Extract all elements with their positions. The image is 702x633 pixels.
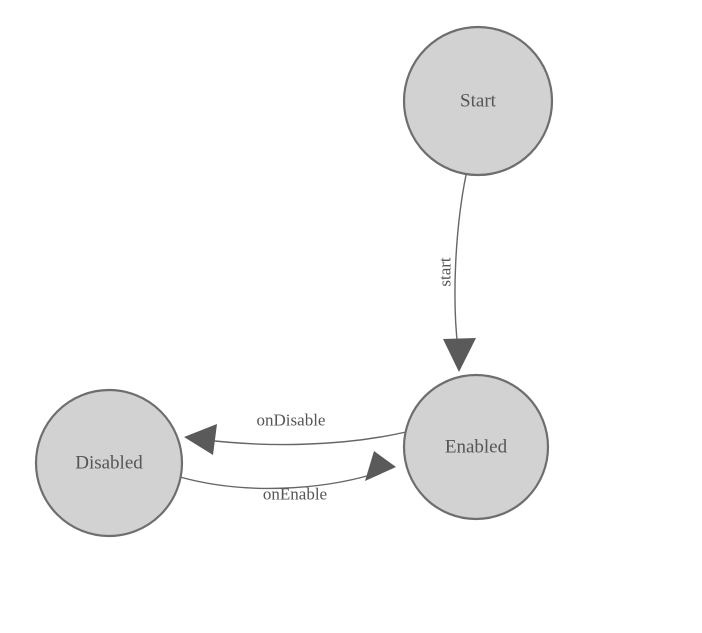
edge-line-enabled-to-disabled [205, 431, 407, 446]
state-node-start[interactable]: Start [402, 25, 554, 177]
edge-enabled-to-disabled[interactable]: onDisable [184, 411, 407, 456]
edge-label-ondisable: onDisable [257, 411, 326, 430]
edge-label-start: start [436, 257, 455, 287]
arrowhead-start-to-enabled [443, 338, 476, 372]
edge-line-disabled-to-enabled [179, 473, 375, 490]
node-group: Start Enabled Disabled [34, 25, 554, 538]
edge-line-start-to-enabled [454, 174, 467, 350]
edge-group: start onDisable onEnable [179, 174, 477, 504]
state-node-disabled-circle [34, 388, 184, 538]
state-node-enabled-circle [402, 373, 550, 521]
edge-disabled-to-enabled[interactable]: onEnable [179, 451, 396, 504]
state-node-disabled-label: Disabled [75, 453, 143, 474]
edge-start-to-enabled[interactable]: start [436, 174, 477, 372]
arrowhead-disabled-to-enabled [365, 451, 396, 481]
state-node-start-circle [402, 25, 554, 177]
state-node-enabled-label: Enabled [445, 437, 508, 458]
state-node-start-label: Start [460, 91, 497, 112]
arrowhead-enabled-to-disabled [184, 424, 217, 455]
edge-label-onenable: onEnable [263, 485, 327, 504]
state-node-disabled[interactable]: Disabled [34, 388, 184, 538]
state-node-enabled[interactable]: Enabled [402, 373, 550, 521]
